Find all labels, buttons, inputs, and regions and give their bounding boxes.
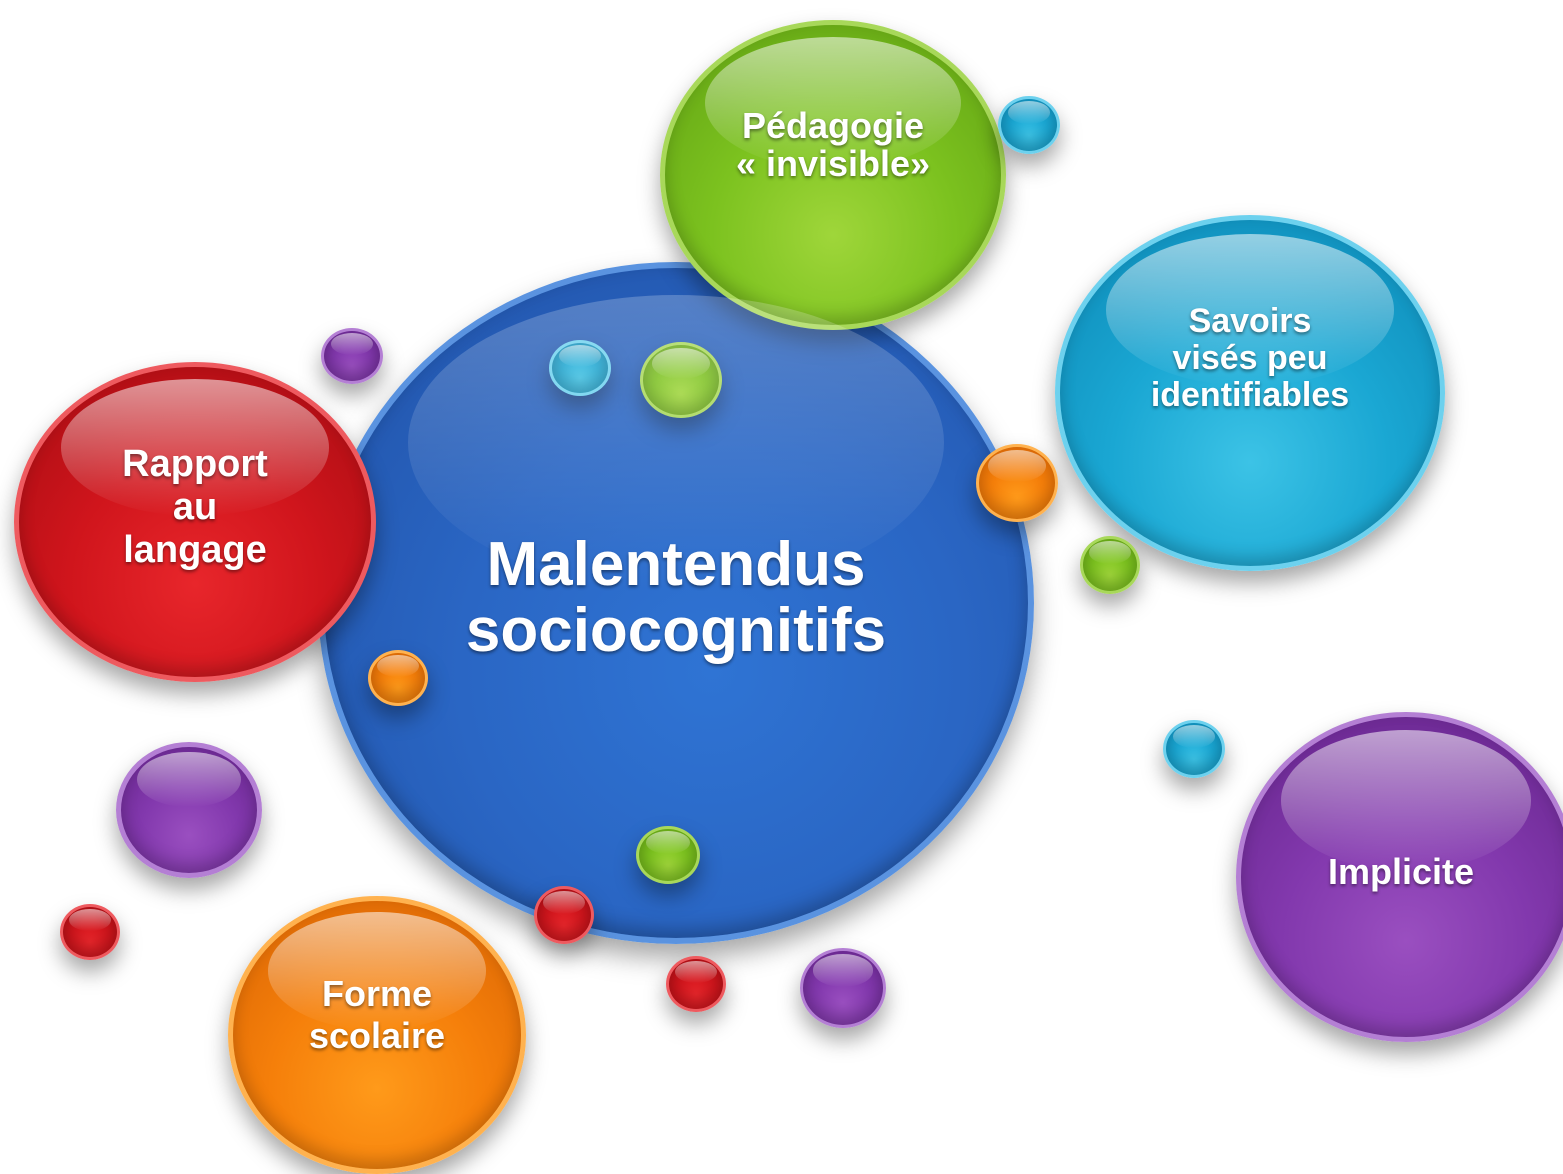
bubble-forme-label: Forme scolaire	[308, 973, 446, 1056]
bubble-implicite: Implicite	[1236, 712, 1563, 1042]
center-label: Malentendus sociocognitifs	[465, 530, 887, 665]
decorative-dot	[534, 886, 594, 944]
bubble-savoirs: Savoirs visés peu identifiables	[1055, 215, 1445, 571]
decorative-dot	[368, 650, 428, 706]
decorative-dot	[60, 904, 120, 960]
decorative-dot	[636, 826, 700, 884]
decorative-dot	[976, 444, 1058, 522]
decorative-dot	[800, 948, 886, 1028]
decorative-dot	[998, 96, 1060, 154]
decorative-dot	[1080, 536, 1140, 594]
decorative-dot	[666, 956, 726, 1012]
bubble-savoirs-label: Savoirs visés peu identifiables	[1150, 301, 1350, 414]
bubble-implicite-label: Implicite	[1327, 851, 1475, 892]
decorative-bubble	[116, 742, 262, 878]
bubble-rapport: Rapport au langage	[14, 362, 376, 682]
bubble-rapport-label: Rapport au langage	[122, 442, 268, 571]
decorative-dot	[321, 328, 383, 384]
bubble-pedagogie-label: Pédagogie « invisible»	[735, 105, 931, 184]
bubble-forme: Forme scolaire	[228, 896, 526, 1174]
decorative-dot	[1163, 720, 1225, 778]
bubble-pedagogie: Pédagogie « invisible»	[660, 20, 1006, 330]
